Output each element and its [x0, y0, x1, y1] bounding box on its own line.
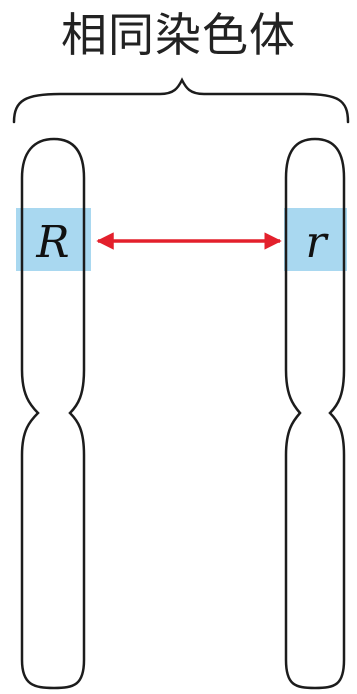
- curly-brace: [14, 80, 348, 122]
- right-chromosome: r: [284, 139, 347, 688]
- left-gene-label: R: [35, 217, 69, 268]
- right-gene-label: r: [305, 217, 329, 268]
- left-chromosome: R: [16, 139, 91, 688]
